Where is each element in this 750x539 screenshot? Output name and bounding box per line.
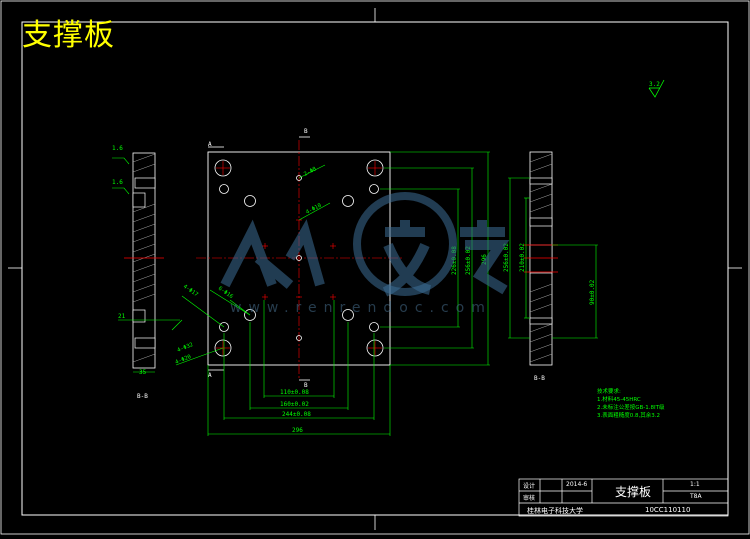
centering-marks bbox=[8, 8, 742, 530]
dim-left-3: 21 bbox=[118, 313, 126, 320]
tech-notes-heading: 技术要求: bbox=[597, 389, 621, 395]
title-block-grid bbox=[518, 478, 729, 517]
dim-front-v-2: 256±0.02 bbox=[465, 246, 472, 275]
left-section-view bbox=[124, 152, 164, 369]
tb-material: T8A bbox=[690, 493, 702, 500]
dim-right-1: 256±0.02 bbox=[503, 243, 510, 272]
roughness-symbol bbox=[648, 79, 665, 98]
dim-oblique-2: 4-Φ10 bbox=[305, 203, 322, 216]
center-marks bbox=[216, 161, 382, 355]
cut-mark-a-bottom: A bbox=[208, 372, 212, 379]
dim-front-h-1: 110±0.08 bbox=[280, 389, 309, 396]
dim-oblique-3: 4-Φ17 bbox=[182, 284, 199, 298]
left-view-dimensions bbox=[112, 157, 183, 373]
watermark-text: www.renrendoc.com bbox=[230, 300, 492, 316]
dim-left-1: 1.6 bbox=[112, 145, 123, 152]
tb-check-label: 审核 bbox=[523, 495, 536, 502]
section-markers bbox=[208, 136, 310, 381]
dim-right-2: 210±0.02 bbox=[519, 243, 526, 272]
dim-front-h-3: 244±0.08 bbox=[282, 411, 311, 418]
dim-left-4: 35 bbox=[139, 369, 147, 376]
tech-note-1: 1.材料45-45HRC bbox=[597, 397, 641, 403]
dim-oblique-5: 4-Φ20 bbox=[175, 354, 193, 366]
drawing-title: 支撑板 bbox=[22, 18, 115, 53]
watermark-logo bbox=[220, 192, 510, 297]
tb-design-label: 设计 bbox=[523, 483, 536, 490]
oblique-leaders bbox=[175, 164, 331, 366]
tb-part-name: 支撑板 bbox=[615, 485, 652, 499]
roughness-value: 3.2 bbox=[649, 81, 660, 88]
dim-oblique-4: 6-Φ16 bbox=[217, 286, 234, 300]
front-horizontal-dim-lines bbox=[207, 300, 391, 436]
right-section-label: B-B bbox=[534, 375, 545, 382]
tb-date: 2014-6 bbox=[566, 481, 588, 488]
dim-oblique-6: 4-Φ32 bbox=[177, 342, 195, 354]
dim-front-h-4: 296 bbox=[292, 427, 303, 434]
right-section-view bbox=[524, 151, 558, 366]
tb-school: 桂林电子科技大学 bbox=[527, 507, 583, 515]
inner-frame bbox=[21, 21, 729, 516]
dim-oblique-1: 2-Φ8 bbox=[303, 166, 318, 178]
front-view bbox=[196, 140, 402, 378]
front-view-holes bbox=[214, 159, 384, 357]
cut-mark-b-bottom: B bbox=[304, 382, 308, 389]
right-view-dim-lines bbox=[508, 177, 598, 339]
dim-front-h-2: 160±0.02 bbox=[280, 401, 309, 408]
left-section-label: B-B bbox=[137, 393, 148, 400]
tb-scale: 1:1 bbox=[690, 481, 700, 488]
cut-mark-b-top: B bbox=[304, 128, 308, 135]
dim-front-v-1: 226±0.08 bbox=[451, 246, 458, 275]
dim-right-3: 90±0.02 bbox=[589, 279, 596, 305]
tb-drawing-no: 10CC110110 bbox=[645, 506, 691, 514]
tech-note-3: 3.表面粗糙度0.8,其余3.2 bbox=[597, 413, 660, 419]
cut-mark-a-top: A bbox=[208, 141, 212, 148]
dim-left-2: 1.6 bbox=[112, 179, 123, 186]
tech-notes: 技术要求: 1.材料45-45HRC 2.未标注公差按GB-1.8IT级 3.表… bbox=[597, 388, 665, 420]
tech-note-2: 2.未标注公差按GB-1.8IT级 bbox=[597, 405, 665, 411]
